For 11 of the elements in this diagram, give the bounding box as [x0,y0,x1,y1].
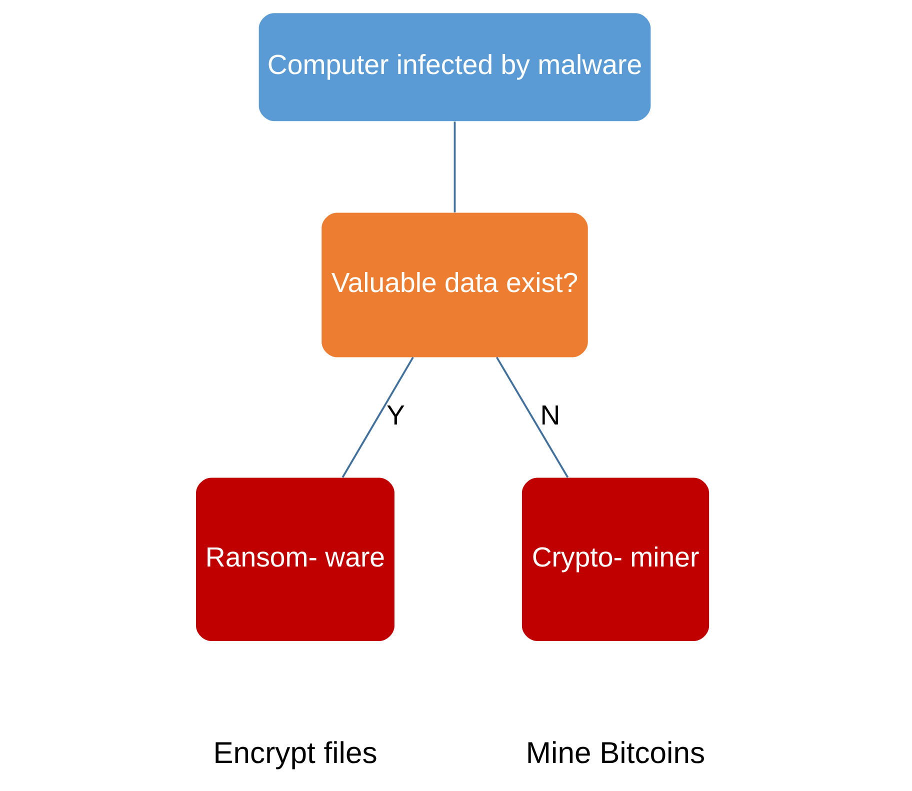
node-box: Computer infected by malware [258,13,651,122]
node-box: Crypto- miner [522,478,710,642]
connector [454,122,456,212]
edge-label: Y [386,400,405,431]
connector [342,356,414,478]
connector [496,356,569,478]
node-box: Valuable data exist? [322,212,588,358]
node-label: Mine Bitcoins [526,737,706,770]
edge-label: N [540,400,560,431]
node-label: Encrypt files [213,737,378,770]
node-box: Ransom- ware [196,478,394,642]
